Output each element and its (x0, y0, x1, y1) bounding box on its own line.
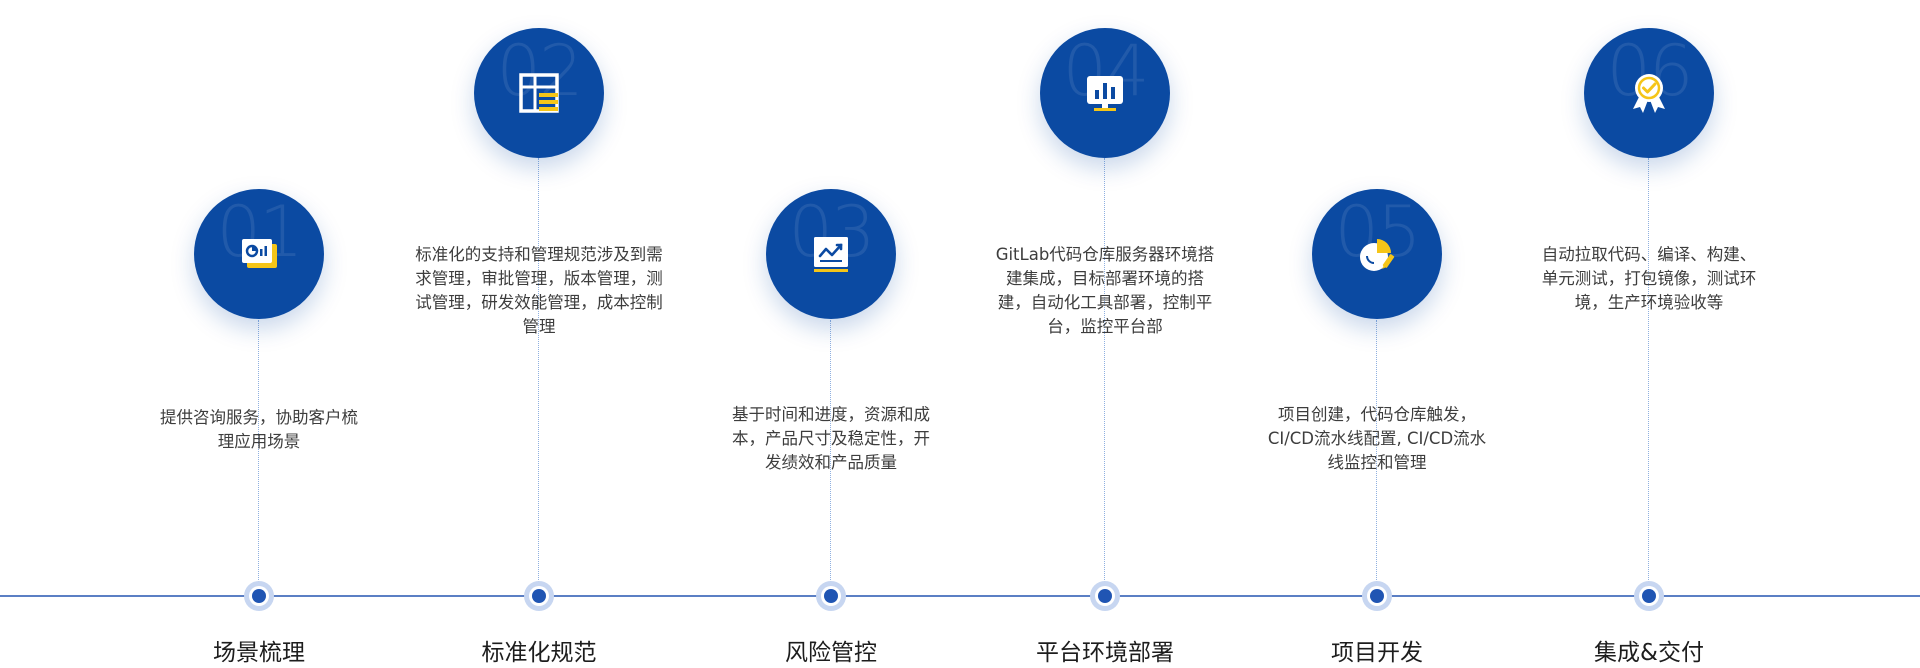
step-3-description: 基于时间和进度，资源和成本，产品尺寸及稳定性，开发绩效和产品质量 (732, 405, 930, 472)
step-6-description: 自动拉取代码、编译、构建、单元测试，打包镜像，测试环境，生产环境验收等 (1541, 245, 1757, 312)
step-2-circle: 02 (474, 28, 604, 158)
step-6-connector (1648, 158, 1649, 582)
step-4-connector (1104, 158, 1105, 582)
step-4-title: 平台环境部署 (1036, 640, 1174, 666)
step-4-circle: 04 (1040, 28, 1170, 158)
step-1-title: 场景梳理 (213, 640, 305, 666)
timeline-axis (0, 595, 1920, 597)
step-2-description: 标准化的支持和管理规范涉及到需求管理，审批管理，版本管理，测试管理，研发效能管理… (415, 245, 663, 336)
step-1-description: 提供咨询服务，协助客户梳理应用场景 (160, 408, 358, 451)
step-3-circle: 03 (766, 189, 896, 319)
step-4-marker (1090, 581, 1120, 611)
step-3-connector (830, 320, 831, 582)
step-2-marker (524, 581, 554, 611)
presentation-chart-icon (239, 232, 279, 276)
step-1-circle: 01 (194, 189, 324, 319)
step-3-title: 风险管控 (785, 640, 877, 666)
step-5-description: 项目创建，代码仓库触发，CI/CD流水线配置, CI/CD流水线监控和管理 (1267, 405, 1487, 472)
step-6-circle: 06 (1584, 28, 1714, 158)
trend-chart-icon (811, 232, 851, 276)
pie-chart-pencil-icon (1357, 232, 1397, 276)
step-5-connector (1376, 320, 1377, 582)
step-5-title: 项目开发 (1331, 640, 1423, 666)
step-6-marker (1634, 581, 1664, 611)
table-grid-icon (519, 71, 559, 115)
step-5-circle: 05 (1312, 189, 1442, 319)
step-1-marker (244, 581, 274, 611)
step-4-description: GitLab代码仓库服务器环境搭建集成，目标部署环境的搭建，自动化工具部署，控制… (995, 245, 1215, 336)
step-6-title: 集成&交付 (1594, 640, 1704, 666)
step-5-marker (1362, 581, 1392, 611)
step-2-title: 标准化规范 (481, 640, 597, 666)
award-badge-icon (1629, 71, 1669, 115)
monitor-bar-chart-icon (1085, 71, 1125, 115)
step-1-connector (258, 320, 259, 582)
step-3-marker (816, 581, 846, 611)
step-2-connector (538, 158, 539, 582)
